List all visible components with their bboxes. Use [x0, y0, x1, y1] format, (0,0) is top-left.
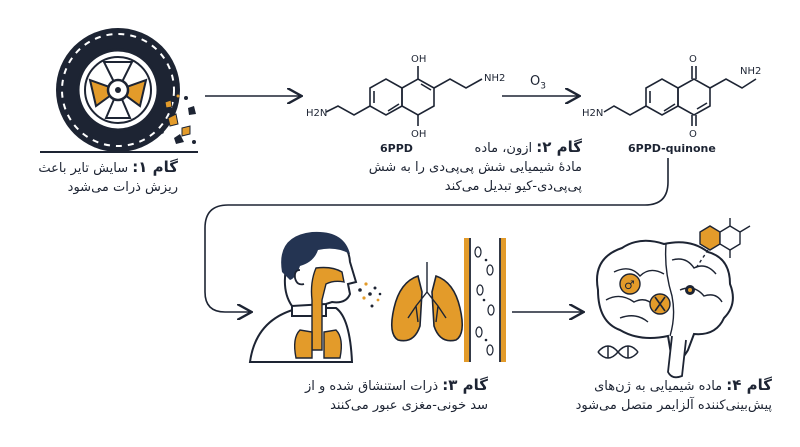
head-icon: [248, 231, 358, 363]
molecule-6ppd: [325, 66, 483, 126]
molecule-6ppd-quinone: [603, 66, 757, 126]
quinone-nh2-right: NH2: [740, 66, 761, 77]
ozone-reagent-label: O3: [530, 74, 546, 92]
step-2-label: گام ۲:: [536, 138, 582, 156]
ozone-symbol: O: [530, 74, 541, 89]
quinone-nh2-left: H2N: [582, 108, 603, 119]
6ppd-nh2-left: H2N: [306, 108, 327, 119]
step-3-caption: گام ۳: ذرات استنشاق شده و از سد خونی-مغز…: [278, 376, 488, 415]
step-2-line-2: ماده‌ٔ شیمیایی شش پی‌پی‌دی را به شش: [368, 160, 582, 175]
step-1-line-2: ریزش ذرات می‌شود: [67, 180, 178, 195]
step-1-label: گام ۱:: [132, 158, 178, 176]
step-4-label: گام ۴:: [726, 376, 772, 394]
blood-vessel-icon: [464, 238, 506, 362]
arrow-quinone-to-inhalation: [204, 158, 669, 312]
target-gene-icon: [685, 285, 695, 295]
inhaled-particles-icon: [358, 282, 382, 308]
particles-icon: [160, 94, 196, 144]
6ppd-oh-bottom: OH: [411, 129, 426, 140]
chromosome-icon: [649, 293, 671, 315]
step-3-line-1: ذرات استنشاق شده و از: [304, 379, 439, 394]
dna-icon: [597, 345, 639, 359]
step-4-caption: گام ۴: ماده شیمیایی به ژن‌های پیش‌بینی‌ک…: [542, 376, 772, 415]
6ppd-oh-top: OH: [411, 54, 426, 65]
brain-quinone-icon: [695, 218, 751, 269]
step-2-line-3: پی‌پی‌دی-کیو تبدیل می‌کند: [444, 179, 582, 194]
step-1-line-1: سایش تایر باعث: [38, 161, 129, 176]
molecule-quinone-name: 6PPD-quinone: [628, 142, 716, 155]
tire-icon: [40, 28, 198, 153]
step-4-line-1: ماده شیمیایی به ژن‌های: [594, 379, 723, 394]
quinone-o-top: O: [689, 54, 697, 65]
step-2-caption: گام ۲: ازون، ماده ماده‌ٔ شیمیایی شش پی‌پ…: [352, 138, 582, 196]
step-1-caption: گام ۱: سایش تایر باعث ریزش ذرات می‌شود: [8, 158, 178, 197]
step-2-line-1: ازون، ماده: [474, 141, 533, 156]
6ppd-nh2-right: NH2: [484, 73, 505, 84]
step-4-line-2: پیش‌بینی‌کننده آلزایمر متصل می‌شود: [575, 398, 772, 413]
lungs-icon: [390, 262, 464, 342]
step-3-label: گام ۳:: [442, 376, 488, 394]
ozone-subscript: 3: [540, 81, 546, 92]
svg-text:♂: ♂: [624, 278, 635, 292]
gender-icon: ♂: [619, 273, 641, 295]
step-3-line-2: سد خونی-مغزی عبور می‌کنند: [330, 398, 488, 413]
molecule-6ppd-name: 6PPD: [380, 142, 413, 155]
quinone-o-bottom: O: [689, 129, 697, 140]
